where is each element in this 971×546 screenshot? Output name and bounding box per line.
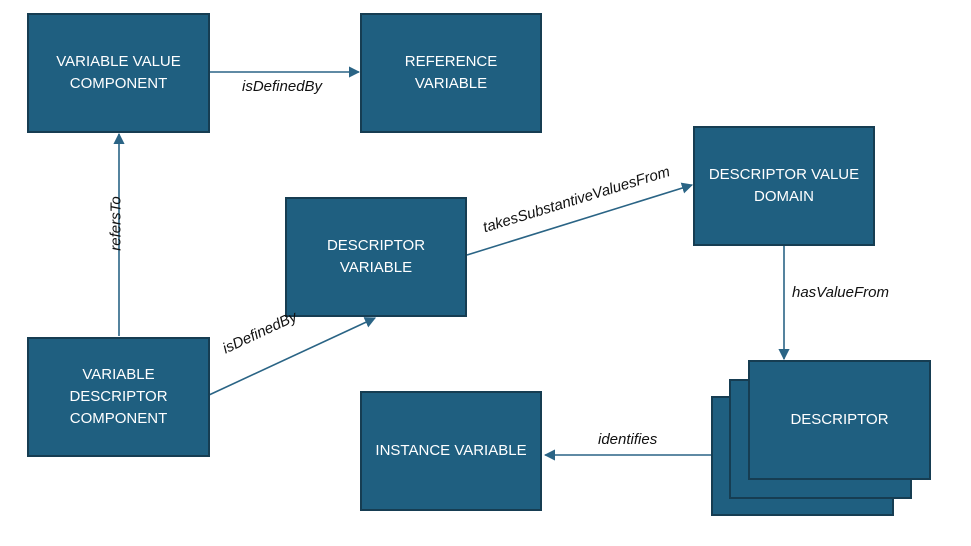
node-label: VARIABLE <box>82 366 155 384</box>
node-label: DOMAIN <box>753 188 814 205</box>
node-variable-value-component: VARIABLE VALUE COMPONENT <box>27 13 210 133</box>
node-label: DESCRIPTOR <box>790 411 889 429</box>
edge-label-isdefinedby-top: isDefinedBy <box>242 78 323 95</box>
node-label: COMPONENT <box>69 75 168 92</box>
node-label: DESCRIPTOR <box>69 388 168 406</box>
node-label: INSTANCE VARIABLE <box>375 442 527 460</box>
edge-takessubstantivevaluesfrom <box>466 182 694 256</box>
node-label: VARIABLE VALUE <box>56 53 181 71</box>
node-label: COMPONENT <box>69 409 168 427</box>
edge-label-identifies: identifies <box>598 431 658 448</box>
edge-label-hasvaluefrom: hasValueFrom <box>792 284 889 301</box>
edge-isdefinedby-lower <box>208 317 377 396</box>
edge-label-refersto: refersTo <box>107 196 125 251</box>
node-reference-variable: REFERENCE VARIABLE <box>360 13 542 133</box>
node-instance-variable: INSTANCE VARIABLE <box>360 391 542 511</box>
node-label: REFERENCE VARIABLE <box>404 53 498 92</box>
node-descriptor-variable: DESCRIPTOR VARIABLE <box>285 197 467 317</box>
node-descriptor: DESCRIPTOR <box>748 360 931 480</box>
node-label: DESCRIPTOR <box>326 237 426 255</box>
node-descriptor-value-domain: DESCRIPTOR VALUE DOMAIN <box>693 126 875 246</box>
node-variable-descriptor-component: VARIABLE DESCRIPTOR COMPONENT <box>27 337 210 457</box>
node-label: DESCRIPTOR VALUE <box>708 166 860 184</box>
node-label: VARIABLE <box>339 259 413 276</box>
